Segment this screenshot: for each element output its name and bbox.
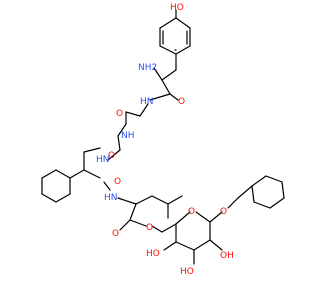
- phenol-ring: [159, 17, 191, 55]
- ester-carbonyl-o-label: O: [112, 229, 119, 239]
- amide-o4-label: O: [114, 177, 121, 187]
- molecule-structure: HO NH2 O HN O NH O HN O: [41, 3, 285, 277]
- amide-n2-label: NH: [121, 131, 135, 141]
- amide-o3-label: O: [108, 151, 115, 161]
- amide-o1-label: O: [178, 97, 185, 107]
- hydroxyl-label: HO: [170, 3, 184, 13]
- amine-label: NH2: [138, 63, 157, 73]
- amide-o2-label: O: [116, 109, 123, 119]
- oh-right-label: OH: [220, 251, 234, 261]
- phenylalanine: [41, 147, 101, 203]
- ester-o-label: O: [146, 223, 153, 233]
- sugar-ring: [161, 211, 223, 265]
- leucine: [103, 181, 183, 221]
- glycoside-o-label: O: [220, 207, 227, 217]
- tyrosine-backbone: [149, 53, 179, 101]
- glycine-chain: [107, 103, 149, 161]
- amide-n3-label: HN: [96, 155, 110, 165]
- ring-o-label: O: [188, 207, 195, 217]
- benzyl-group: [227, 175, 285, 209]
- oh-left-label: HO: [146, 249, 160, 259]
- oh-mid-label: HO: [180, 267, 194, 277]
- amide-n1-label: HN: [140, 97, 154, 107]
- amide-n4-label: HN: [104, 193, 118, 203]
- ester-linkage: [119, 219, 163, 233]
